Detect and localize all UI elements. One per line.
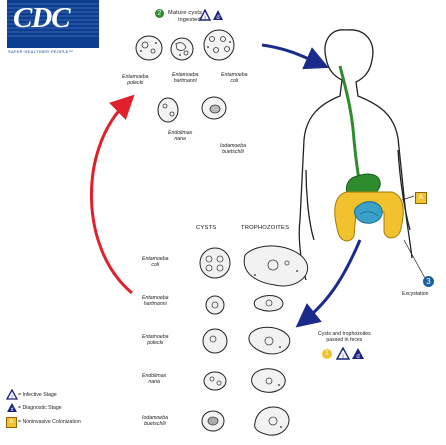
passed-in-feces-label: Cysts and trophozoites passed in feces — [318, 331, 371, 343]
blue-passage-arrow — [295, 239, 362, 328]
blue-ingestion-arrow — [261, 43, 329, 70]
legend-infective-icon: i — [6, 389, 18, 400]
top-label-polecki: Entamoeba polecki — [122, 74, 149, 86]
cdc-logo-letters: CDC — [13, 2, 71, 34]
red-cycle-arrow — [90, 94, 135, 295]
infective-diagnostic-icons-bottom: i d — [336, 347, 364, 360]
troph-endolimax-row — [251, 368, 286, 393]
row-label-iodamoeba: Iodamoeba buetschlii — [142, 415, 168, 427]
ingested-label: ingested — [178, 17, 201, 23]
step-2-number: 2 — [157, 10, 162, 17]
step-3-number: 3 — [426, 277, 431, 286]
cyst-coli — [203, 29, 235, 61]
legend-diagnostic-text: = Diagnostic Stage — [18, 405, 62, 411]
cyst-coli-row — [199, 247, 231, 279]
top-label-iodamoeba: Iodamoeba buetschlii — [220, 143, 246, 155]
excystation-label: Excystation — [402, 291, 429, 297]
legend-infective-text: = Infective Stage — [18, 392, 57, 398]
mature-cysts-label: Mature cysts — [168, 10, 203, 16]
small-intestine — [354, 201, 383, 224]
troph-iodamoeba-row — [254, 406, 290, 436]
human-figure — [298, 29, 413, 281]
troph-coli-row — [243, 245, 308, 287]
svg-text:d: d — [11, 407, 14, 413]
infective-diagnostic-icons-top: i d — [199, 9, 223, 21]
svg-text:i: i — [11, 394, 12, 400]
step-1-badge: 1 — [322, 349, 332, 359]
top-label-hartmanni: Entamoeba hartmanni — [172, 72, 199, 84]
svg-text:d: d — [216, 15, 219, 21]
cysts-header: CYSTS — [196, 225, 217, 231]
legend-colonization-icon: A — [6, 417, 17, 428]
legend-colonization-text: = Noninvasive Colonization — [18, 419, 81, 425]
cdc-tagline: SAFER·HEALTHIER·PEOPLE™ — [8, 49, 74, 54]
troph-polecki-row — [248, 326, 291, 355]
svg-text:d: d — [356, 354, 359, 360]
cyst-polecki — [135, 35, 163, 61]
large-intestine — [334, 191, 404, 242]
row-label-endolimax: Endolimax nana — [142, 373, 167, 385]
step-a-letter: A — [418, 194, 424, 201]
cyst-endolimax-row — [203, 371, 227, 391]
top-label-endolimax: Endolimax nana — [168, 130, 193, 142]
step-1-number: 1 — [325, 350, 329, 357]
legend-colonization-letter: A — [9, 419, 14, 425]
row-label-hartmanni: Entamoeba hartmanni — [142, 295, 169, 307]
species-table-illustrations — [199, 245, 308, 436]
step-3-badge: 3 — [423, 276, 434, 287]
svg-text:i: i — [342, 354, 343, 360]
step-a-box: A — [415, 192, 427, 204]
top-label-coli: Entamoeba coli — [221, 72, 248, 84]
esophagus — [338, 65, 362, 186]
troph-hartmanni-row — [253, 295, 284, 312]
cdc-logo: CDC — [7, 0, 99, 48]
svg-text:i: i — [204, 15, 205, 21]
ingested-cysts-cluster — [135, 29, 235, 123]
legend-diagnostic-icon: d — [7, 403, 17, 413]
row-label-polecki: Entamoeba polecki — [142, 334, 169, 346]
trophozoites-header: TROPHOZOITES — [241, 225, 290, 231]
cyst-hartmanni-row — [205, 295, 225, 315]
row-label-coli: Entamoeba coli — [142, 256, 169, 268]
step-2-badge: 2 — [155, 9, 164, 18]
